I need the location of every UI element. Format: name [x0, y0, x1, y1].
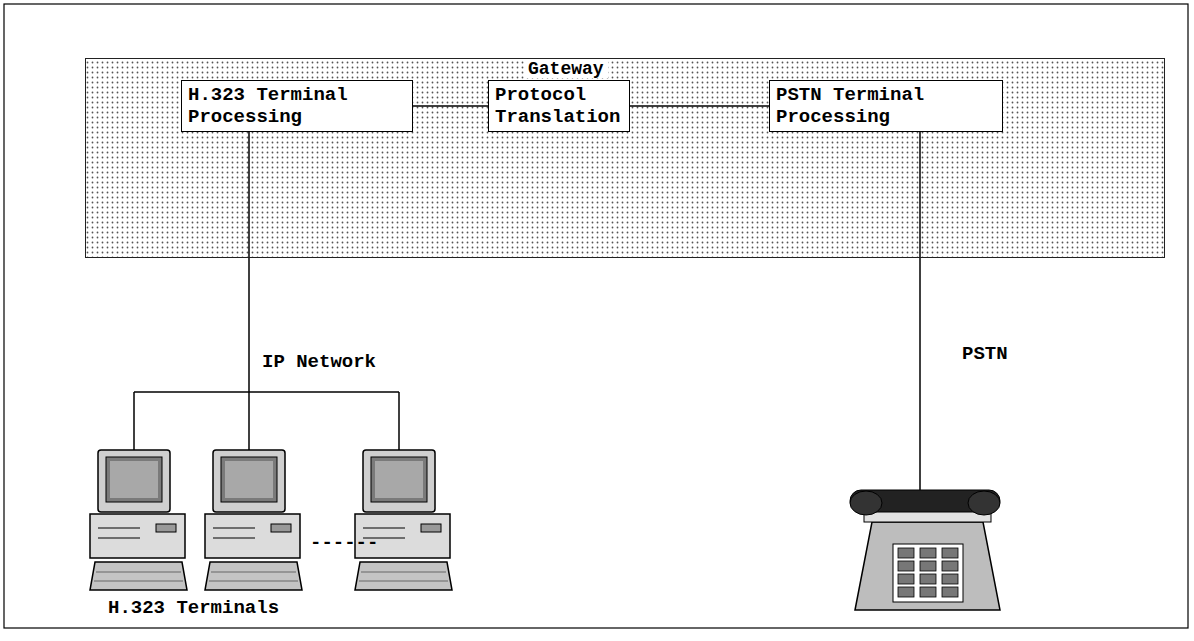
- gateway-stipple: [85, 58, 1165, 258]
- box-text: Protocol Translation: [495, 84, 623, 128]
- network-wires: [134, 128, 920, 494]
- ellipsis-dashes: ------: [310, 532, 378, 554]
- process-box: PSTN Terminal Processing: [769, 80, 1003, 132]
- outer-frame: [4, 4, 1188, 628]
- computer-terminal: [90, 450, 187, 590]
- network-label: IP Network: [262, 351, 376, 373]
- telephone-symbol: [850, 490, 1000, 610]
- process-box: Protocol Translation: [488, 80, 630, 132]
- box-text: PSTN Terminal Processing: [776, 84, 996, 128]
- group-label: H.323 Terminals: [108, 597, 279, 619]
- network-label: PSTN: [962, 343, 1008, 365]
- computer-terminal: [205, 450, 302, 590]
- connector-line: [630, 105, 769, 107]
- box-text: H.323 Terminal Processing: [188, 84, 406, 128]
- computer-terminal: [355, 450, 452, 590]
- gateway-band: GatewayH.323 Terminal Processing Protocol…: [85, 58, 1165, 258]
- connector-line: [413, 105, 488, 107]
- band-title: Gateway: [524, 60, 608, 78]
- process-box: H.323 Terminal Processing: [181, 80, 413, 132]
